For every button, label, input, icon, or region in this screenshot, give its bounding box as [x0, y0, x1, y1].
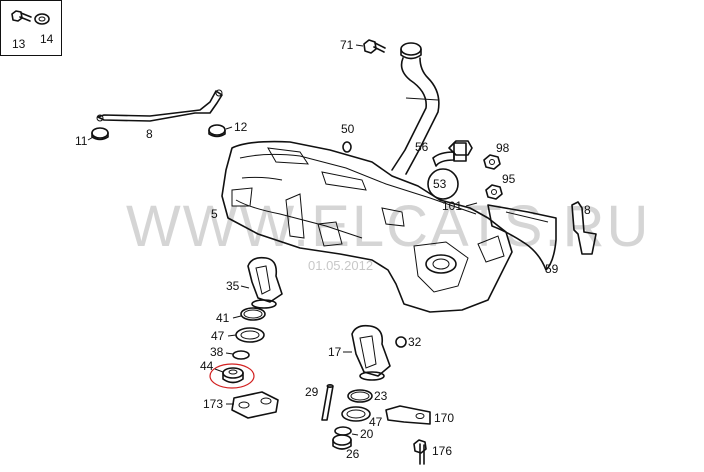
oring-38: [232, 350, 250, 360]
ring-23: [347, 389, 373, 403]
label-176: 176: [432, 444, 452, 458]
fuel-tank: [221, 140, 513, 313]
watermark-code: 01.05.2012: [308, 258, 373, 273]
rod-29: [321, 384, 334, 421]
label-11: 11: [75, 134, 88, 148]
bolt-176: [413, 439, 427, 465]
filler-neck: [391, 42, 440, 175]
fuel-pump-17: [351, 324, 391, 381]
nut-98: [483, 154, 501, 170]
inset-box: [0, 0, 62, 56]
label-173: 173: [203, 397, 223, 411]
gasket-47-left: [235, 327, 265, 343]
label-41: 41: [216, 311, 230, 325]
cap-nut-44: [222, 367, 244, 384]
gasket-47-right: [341, 406, 371, 422]
label-23: 23: [374, 389, 388, 403]
label-12: 12: [234, 120, 248, 134]
label-170: 170: [434, 411, 454, 425]
heat-shield-59: [487, 204, 557, 271]
bolt-13-icon: [11, 10, 32, 22]
label-56: 56: [415, 140, 429, 154]
strap-8-right: [571, 201, 597, 255]
cap-53: [427, 168, 459, 200]
bracket-173: [231, 391, 279, 419]
label-20: 20: [360, 427, 374, 441]
label-5: 5: [211, 207, 218, 221]
label-29: 29: [305, 385, 319, 399]
label-8-right: 8: [584, 203, 591, 217]
seal-32: [395, 336, 407, 348]
label-38: 38: [210, 345, 224, 359]
label-71: 71: [340, 38, 354, 52]
label-13: 13: [12, 37, 26, 51]
bolt-71: [363, 39, 386, 54]
nut-95: [485, 184, 503, 200]
washer-14-icon: [34, 13, 50, 25]
fuel-pump-35: [247, 256, 283, 309]
bracket-170: [385, 405, 431, 425]
strap-8: [96, 89, 223, 122]
nut-12: [208, 124, 226, 138]
label-17: 17: [328, 345, 342, 359]
seal-50: [342, 141, 352, 153]
label-98: 98: [496, 141, 510, 155]
valve-56: [432, 140, 473, 167]
label-53: 53: [433, 177, 447, 191]
label-47-left: 47: [211, 329, 225, 343]
label-26: 26: [346, 447, 360, 461]
nut-11: [91, 127, 109, 141]
oring-20: [334, 426, 352, 436]
label-50: 50: [341, 122, 355, 136]
label-14: 14: [40, 32, 54, 46]
label-44: 44: [200, 359, 214, 373]
label-35: 35: [226, 279, 240, 293]
cap-nut-26: [332, 434, 352, 450]
label-8: 8: [146, 127, 153, 141]
watermark-text: WWW.ELCATS.RU: [126, 194, 650, 259]
label-32: 32: [408, 335, 422, 349]
label-59: 59: [545, 262, 559, 276]
label-95: 95: [502, 172, 516, 186]
ring-41: [240, 307, 266, 321]
highlight-circle: [209, 363, 255, 389]
label-47-right: 47: [369, 415, 383, 429]
